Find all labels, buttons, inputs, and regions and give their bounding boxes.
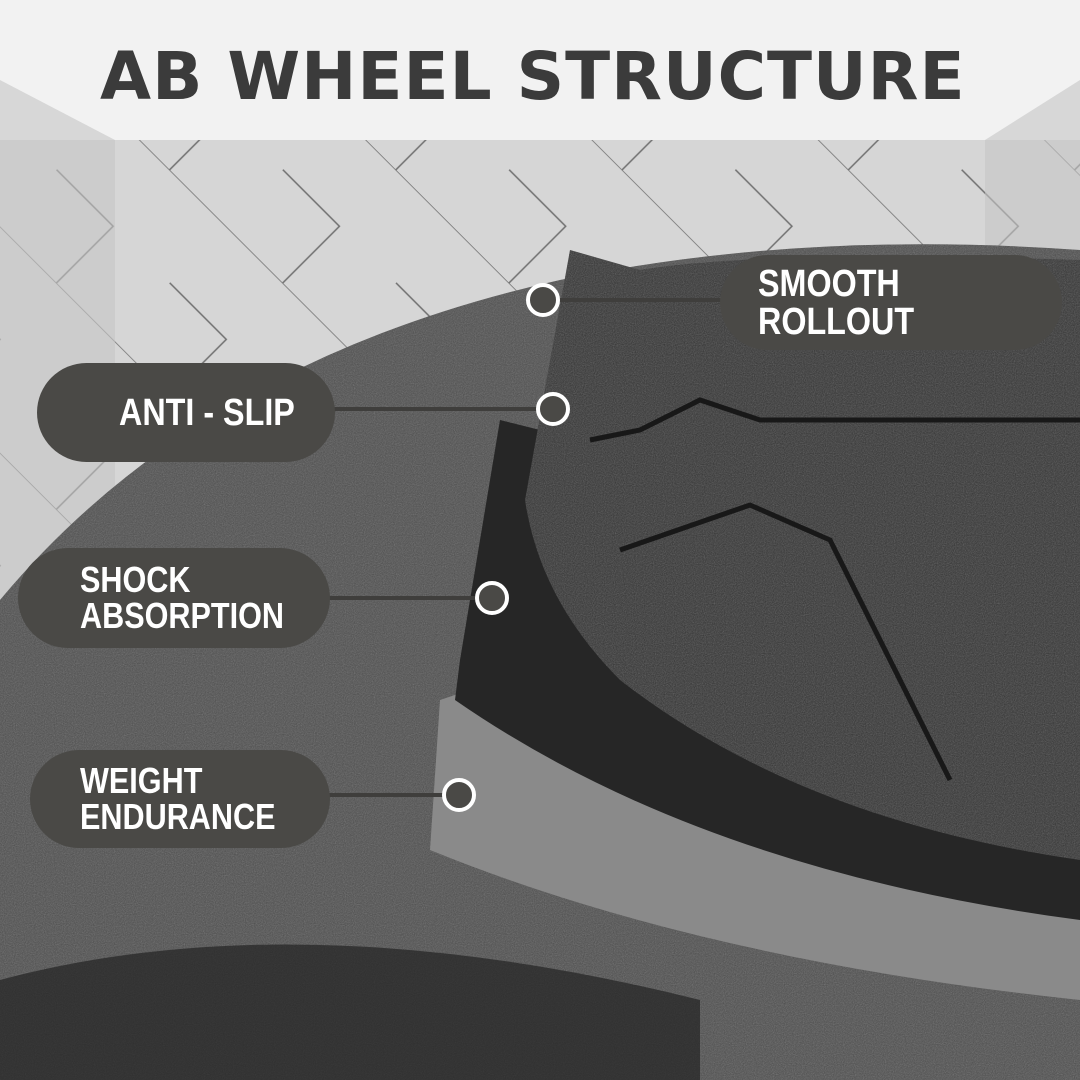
connector-line — [330, 407, 540, 411]
label-text: SHOCK — [80, 559, 191, 600]
label-text: ANTI - SLIP — [119, 391, 295, 434]
marker-dot — [475, 581, 509, 615]
marker-dot — [526, 283, 560, 317]
label-text: WEIGHT — [80, 760, 203, 801]
marker-dot — [536, 392, 570, 426]
label-anti-slip: ANTI - SLIP — [37, 363, 335, 462]
marker-dot — [442, 778, 476, 812]
page-title: AB WHEEL STRUCTURE — [100, 38, 966, 115]
label-text: ABSORPTION — [80, 595, 285, 636]
connector-line — [325, 596, 480, 600]
label-smooth-rollout: SMOOTH ROLLOUT — [720, 255, 1062, 350]
connector-line — [325, 793, 445, 797]
label-text: ENDURANCE — [80, 796, 276, 837]
label-text: SMOOTH ROLLOUT — [758, 262, 915, 343]
connector-line — [560, 298, 730, 302]
